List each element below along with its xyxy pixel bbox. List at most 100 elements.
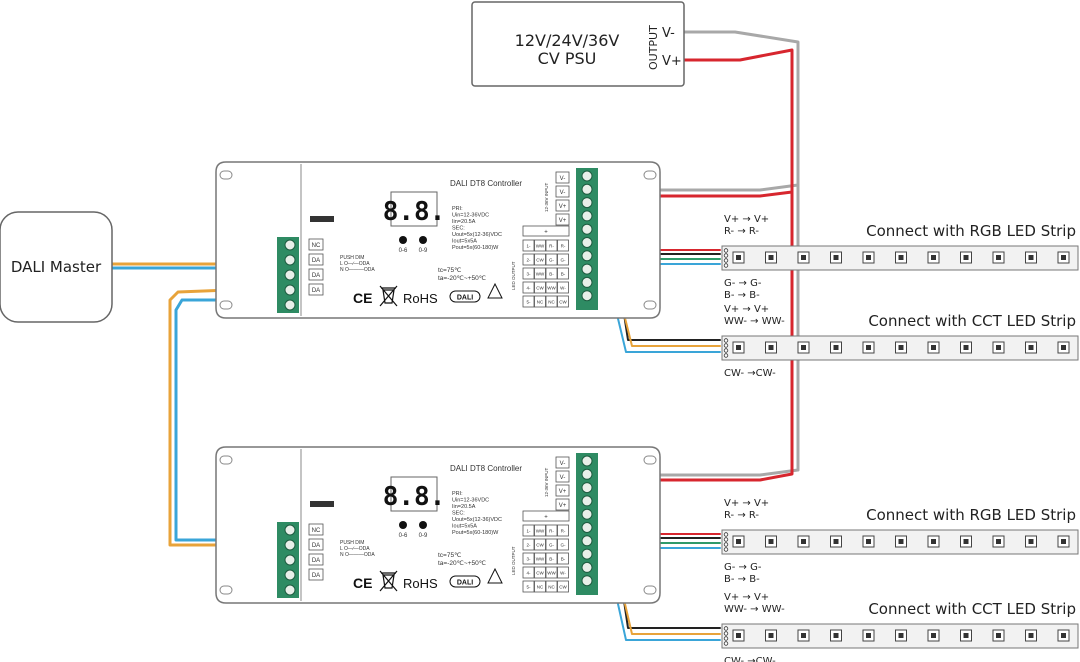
output-cell-box <box>557 566 569 579</box>
knob-icon <box>419 236 427 244</box>
output-cell-box <box>534 239 546 252</box>
led-core <box>768 255 774 260</box>
output-cell-box <box>534 281 546 294</box>
output-header-label: + <box>544 230 548 236</box>
spec-line: Uout=5x(12-36)VDC <box>452 232 502 238</box>
output-cell-label: WW <box>536 557 545 562</box>
input-terminal-label-box <box>308 268 324 281</box>
output-cell-label: 1- <box>526 529 531 534</box>
output-cell-box <box>545 239 558 252</box>
led-core <box>801 633 806 638</box>
input-terminal-label-box <box>308 568 324 581</box>
power-pin-label: V- <box>560 461 566 467</box>
power-pin-label: V- <box>560 176 566 182</box>
led-core <box>1028 539 1034 544</box>
terminal-screw-icon <box>581 535 593 547</box>
led-core <box>866 345 871 350</box>
led-core <box>833 539 839 544</box>
terminal-screw-icon <box>581 575 593 587</box>
dali-master-label: DALI Master <box>11 258 102 276</box>
input-terminal-label-box <box>308 538 324 551</box>
terminal-screw-icon <box>284 539 296 551</box>
output-cell-label: G- <box>549 543 555 548</box>
led-core <box>736 539 741 544</box>
push-dim-line: L O—∕—ODA <box>340 546 370 552</box>
temp-line: ta=-20℃~+50℃ <box>438 275 487 282</box>
output-header-box <box>522 510 570 522</box>
input-terminal-label: DA <box>312 573 320 579</box>
digit-display-value: 8.8. <box>383 482 446 512</box>
led-core <box>736 345 741 350</box>
power-pin-label: V+ <box>559 218 567 224</box>
led-core <box>996 633 1001 638</box>
led-core <box>931 255 936 260</box>
terminal-screw-icon <box>581 183 593 195</box>
led-core <box>1028 345 1034 350</box>
dali-master-box: DALI Master <box>0 211 113 323</box>
power-pin-label: V+ <box>559 204 567 210</box>
strip-label: V+ → V+ <box>724 498 769 509</box>
strip-pad-icon <box>723 343 729 348</box>
mounting-hole-icon <box>643 300 657 310</box>
led-core <box>736 633 741 638</box>
push-dim-line: PUSH DIM <box>340 540 364 546</box>
output-cell-box <box>522 267 535 280</box>
output-cell-label: 5- <box>526 585 531 590</box>
strip-label: WW- → WW- <box>724 604 785 615</box>
output-cell-label: CW <box>536 571 544 576</box>
power-pin-box <box>555 213 570 226</box>
led-core <box>963 633 969 638</box>
strip-label: B- → B- <box>724 290 760 301</box>
spec-line: Iin=20.5A <box>452 504 476 510</box>
output-cell-box <box>557 253 569 266</box>
power-pin-label: V+ <box>559 489 567 495</box>
power-pin-label: V- <box>560 475 566 481</box>
output-cell-box <box>522 580 535 593</box>
input-terminal-label-box <box>308 238 324 251</box>
output-cell-label: G- <box>561 258 567 263</box>
output-cell-label: G- <box>561 543 567 548</box>
terminal-screw-icon <box>284 239 296 251</box>
terminal-screw-icon <box>581 548 593 560</box>
terminal-screw-icon <box>284 299 296 311</box>
side-label-output: LED OUTPUT <box>511 261 516 290</box>
led-core <box>1061 633 1066 638</box>
input-terminal-label: DA <box>312 258 320 264</box>
mounting-hole-icon <box>219 170 233 180</box>
terminal-screw-icon <box>581 455 593 467</box>
led-core <box>898 633 904 638</box>
spec-line: Iout=5x5A <box>452 239 477 245</box>
led-core <box>833 633 839 638</box>
input-terminal-label-box <box>308 523 324 536</box>
led-core <box>931 633 936 638</box>
strip-pad-icon <box>723 253 729 258</box>
psu-box: 12V/24V/36V CV PSU OUTPUT V- V+ <box>471 1 685 87</box>
input-terminal-label: DA <box>312 288 320 294</box>
input-terminal-label: DA <box>312 543 320 549</box>
output-cell-label: 2- <box>526 543 531 548</box>
output-cell-box <box>545 580 558 593</box>
output-cell-box <box>545 281 558 294</box>
rohs-mark: RoHS <box>403 291 438 306</box>
strip-pad-icon <box>723 547 729 552</box>
output-cell-label: 2- <box>526 258 531 263</box>
output-cell-label: G- <box>549 258 555 263</box>
terminal-screw-icon <box>581 223 593 235</box>
dali-logo <box>449 575 481 588</box>
output-cell-label: WW <box>536 244 545 249</box>
output-cell-box <box>545 538 558 551</box>
led-core <box>898 255 904 260</box>
output-cell-box <box>522 524 535 537</box>
strip-label: CW- →CW- <box>724 368 776 379</box>
input-terminal-label: DA <box>312 558 320 564</box>
strip-pad-icon <box>723 542 729 547</box>
output-cell-label: 1- <box>526 244 531 249</box>
output-cell-box <box>557 524 569 537</box>
input-terminal-label: NC <box>312 528 321 534</box>
output-cell-label: NC <box>537 585 544 590</box>
terminal-screw-icon <box>581 495 593 507</box>
spec-line: PRI: <box>452 206 463 212</box>
